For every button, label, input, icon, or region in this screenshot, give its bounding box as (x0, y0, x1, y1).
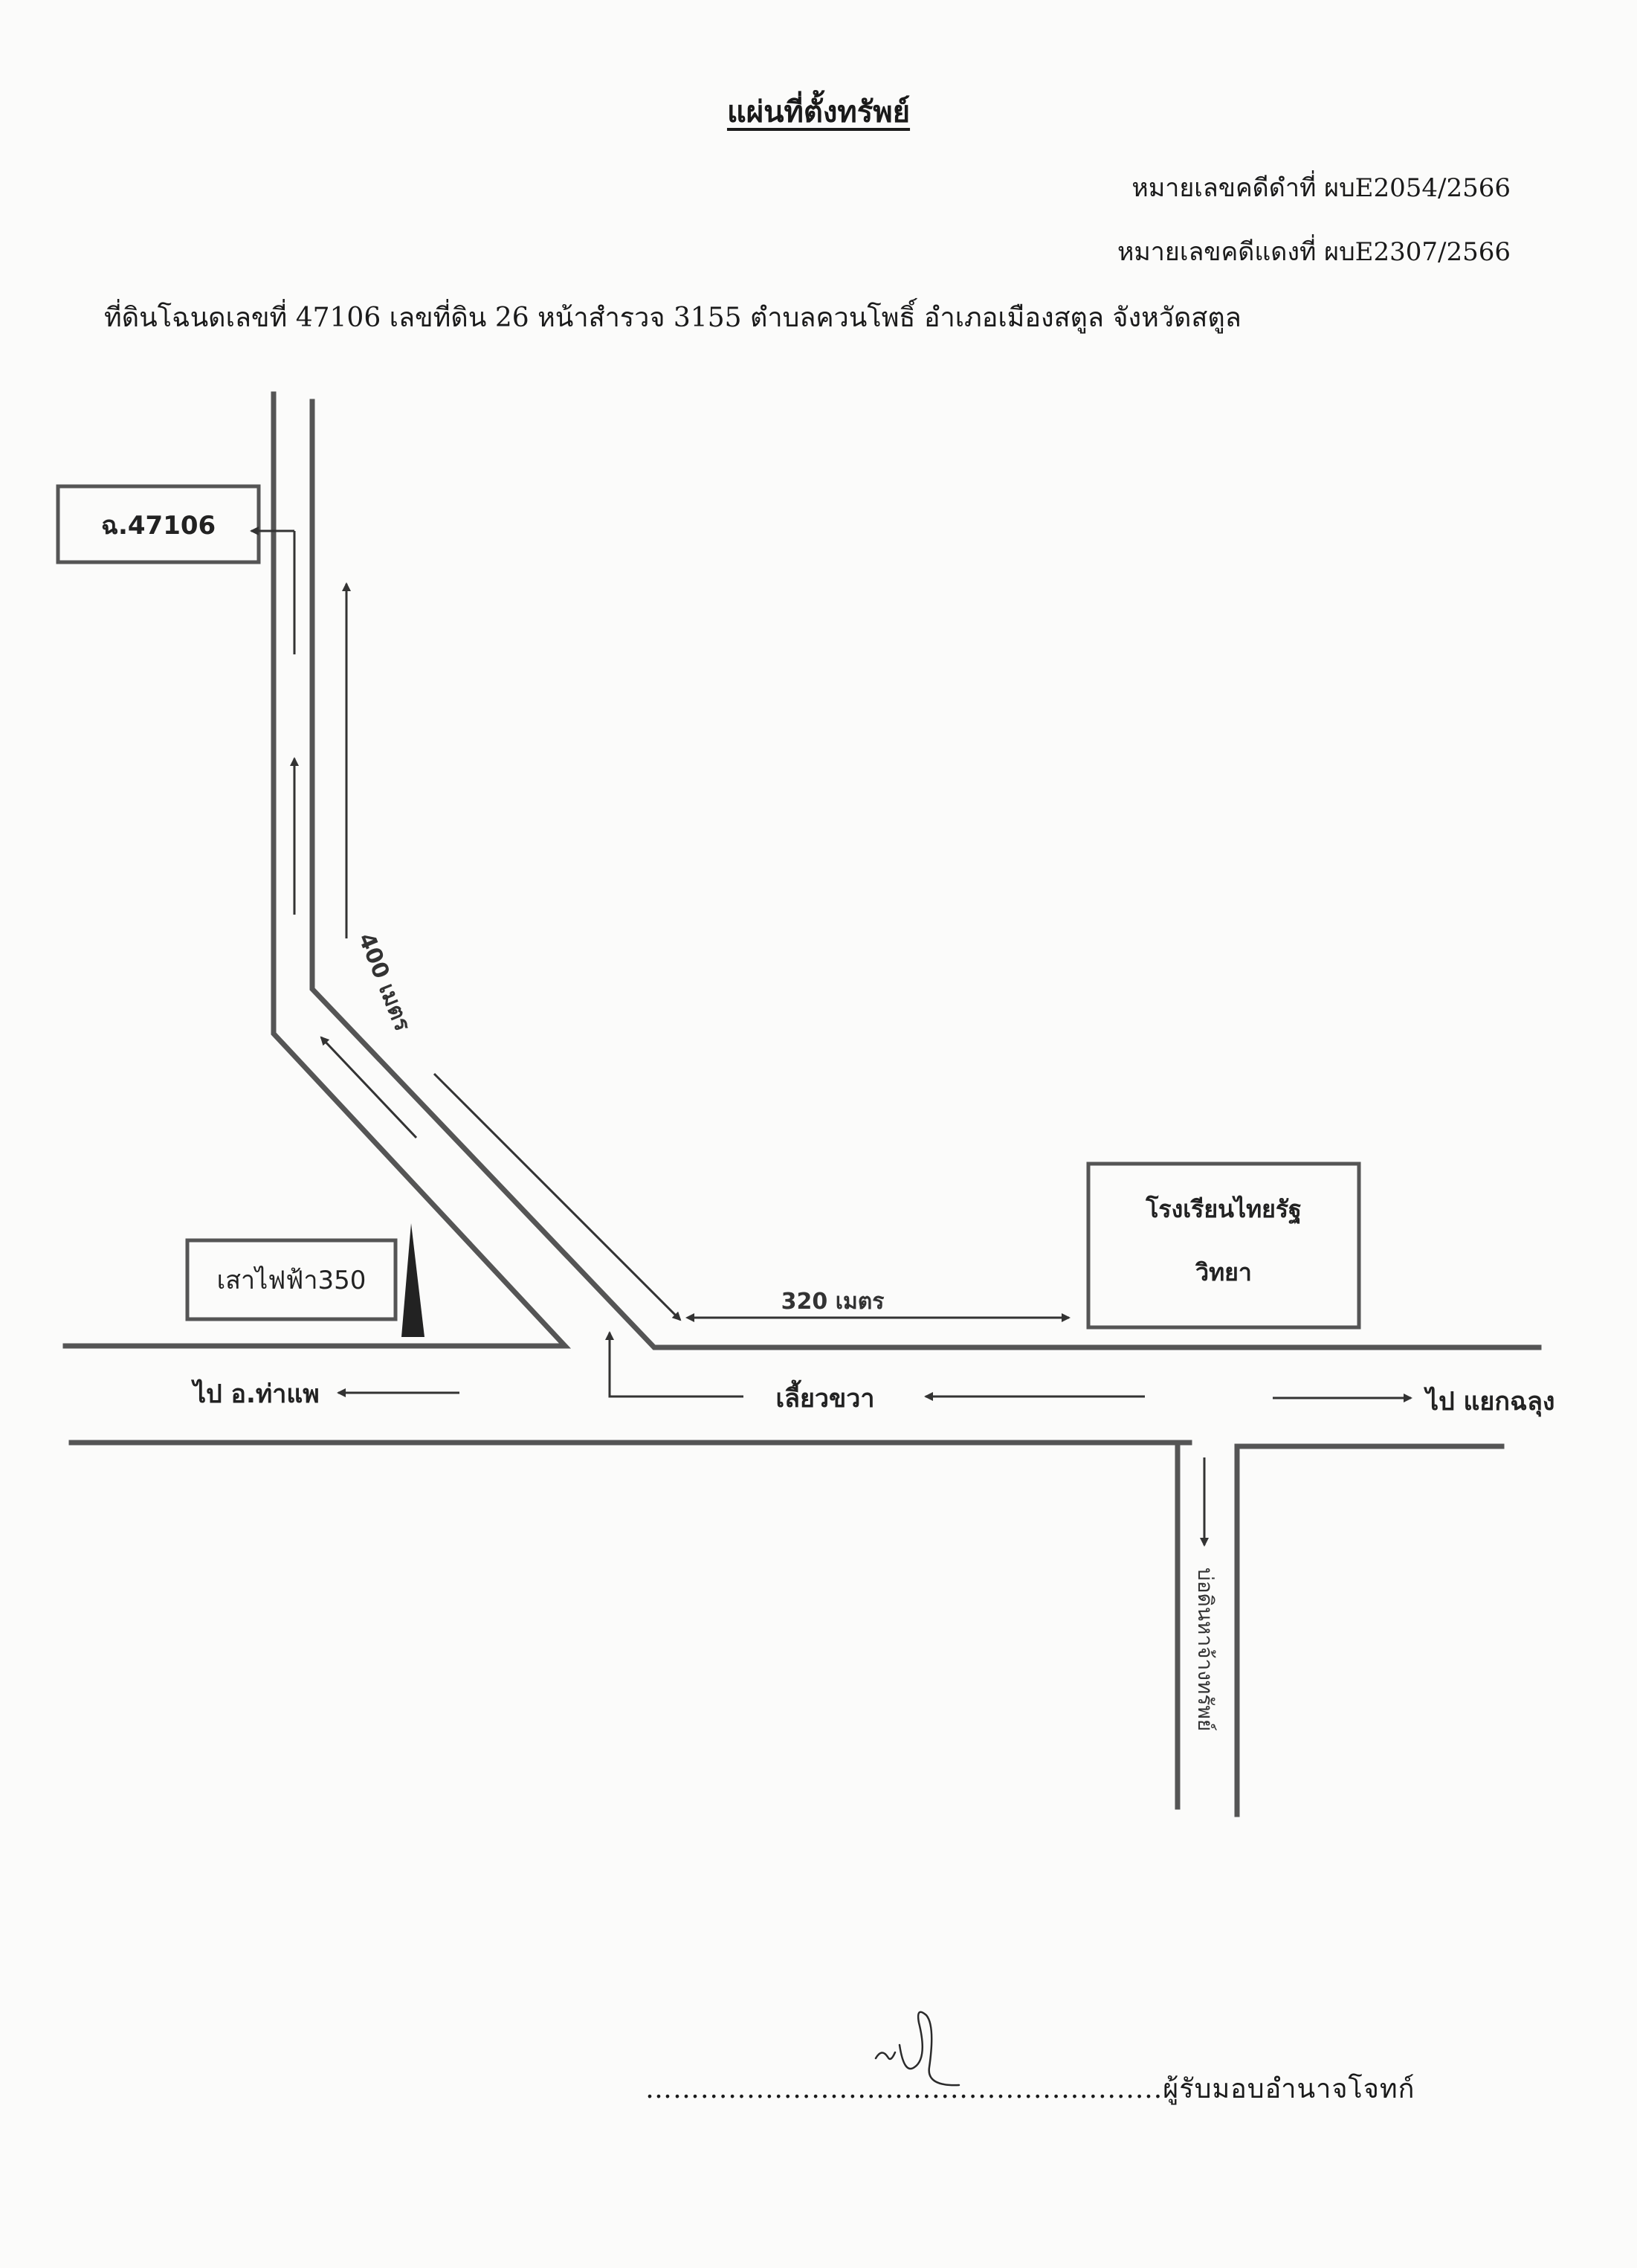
school-box: โรงเรียนไทยรัฐ วิทยา (1086, 1162, 1361, 1330)
deed-box-label: ฉ.47106 (101, 511, 216, 541)
diagonal-distance-arrow (433, 1072, 682, 1321)
document-title: แผ่นที่ตั้งทรัพย์ (726, 94, 911, 129)
pole-box: เสาไฟฟ้า350 (185, 1238, 398, 1321)
electric-pole-icon (401, 1223, 424, 1337)
school-label-line1: โรงเรียนไทยรัฐ (1145, 1195, 1302, 1225)
route-arrows (250, 526, 1412, 1547)
main-distance-label: 320 เมตร (781, 1289, 885, 1315)
school-label-line2: วิทยา (1195, 1258, 1252, 1286)
road-edges (62, 391, 1542, 1817)
road-left-edge (62, 391, 572, 1349)
pole-box-label: เสาไฟฟ้า350 (217, 1266, 367, 1295)
diagonal-distance-label: 400 เมตร (353, 930, 416, 1035)
turn-right-arrow (605, 1331, 743, 1398)
deed-box: ฉ.47106 (56, 484, 261, 564)
land-deed-description: ที่ดินโฉนดเลขที่ 47106 เลขที่ดิน 26 หน้า… (104, 303, 1242, 333)
turn-right-label: เลี้ยวขวา (776, 1379, 875, 1414)
signature-line: ……......................................… (645, 2074, 1415, 2104)
road-right-edge (309, 399, 1542, 1350)
signature (874, 2011, 960, 2087)
red-case-number: หมายเลขคดีแดงที่ ผบE2307/2566 (1117, 237, 1511, 267)
to-tha-phae-label: ไป อ.ท่าแพ (191, 1379, 320, 1409)
to-junction-label: ไป แยกฉลุง (1424, 1386, 1555, 1417)
diagonal-up-arrow (320, 1036, 418, 1139)
black-case-number: หมายเลขคดีดำที่ ผบE2054/2566 (1131, 173, 1511, 203)
side-road-label: บ่อดินหาจ้างทรัพย์ (1193, 1568, 1218, 1731)
